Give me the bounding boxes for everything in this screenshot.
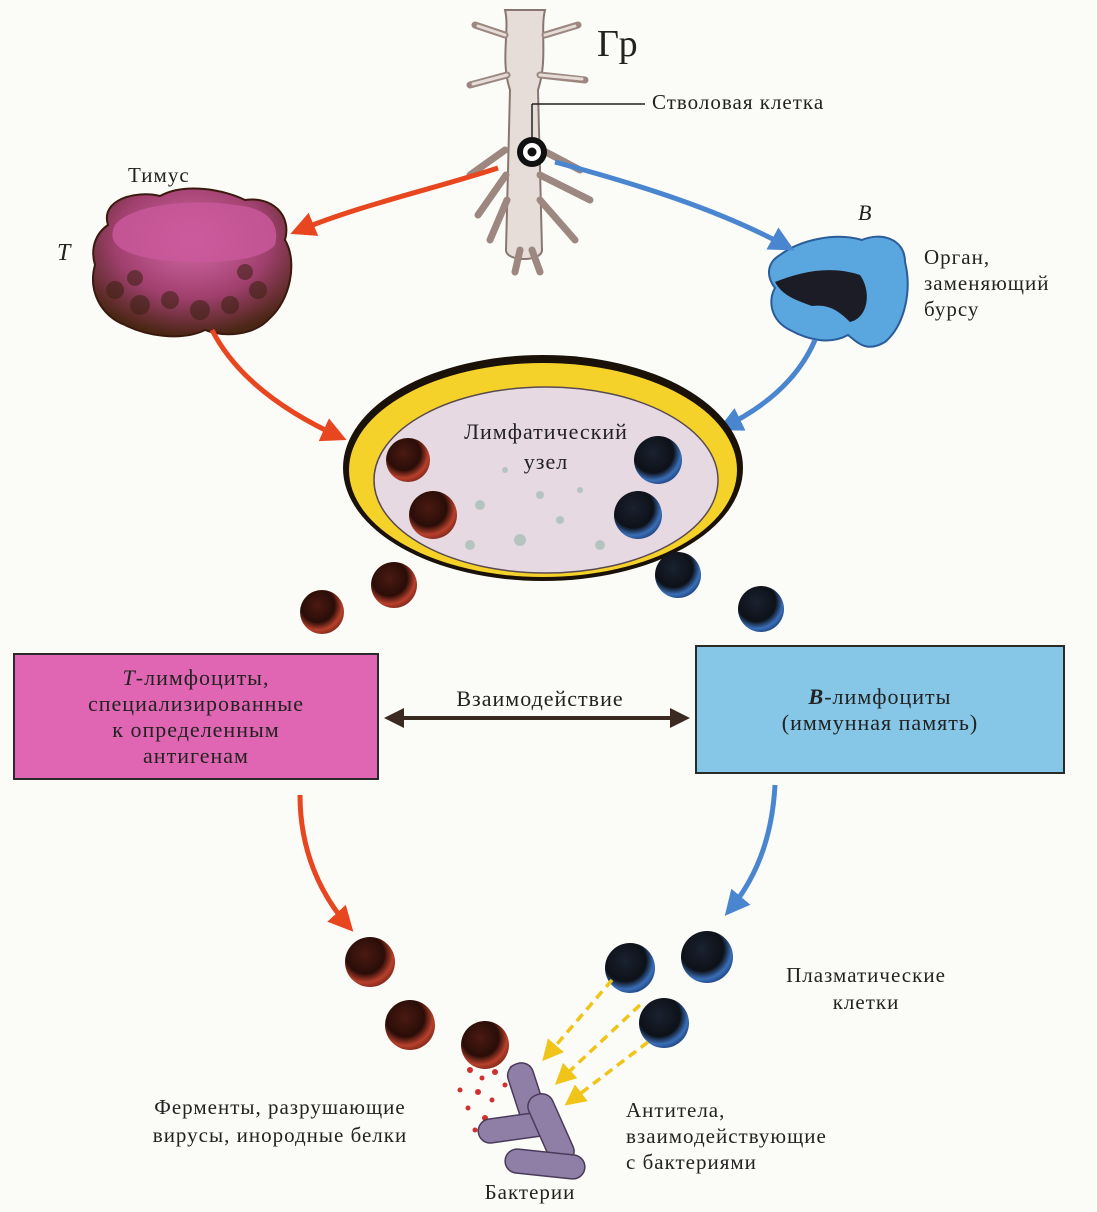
lymph-node-t-cell xyxy=(409,491,457,539)
antibody-arrow xyxy=(558,1005,640,1082)
t-lymphocyte-cell xyxy=(300,590,344,634)
lymph-node-b-cell xyxy=(614,491,662,539)
b-lymphocyte-cell xyxy=(738,586,784,632)
b-lymphocytes-box: В-лимфоциты (иммунная память) xyxy=(695,645,1065,774)
label-lymph-node: Лимфатический узел xyxy=(416,417,676,477)
bursa-organ-illustration xyxy=(769,237,908,347)
label-stem-cell: Стволовая клетка xyxy=(652,90,824,115)
antibody-arrow xyxy=(545,980,612,1058)
label-bacteria: Бактерии xyxy=(440,1180,620,1205)
label-antibodies: Антитела, взаимодействующие с бактериями xyxy=(626,1097,827,1175)
plasma-cell xyxy=(605,943,655,993)
antibody-arrow xyxy=(568,1042,648,1103)
t-lymphocytes-box: Т-лимфоциты, специализированные к опреде… xyxy=(13,653,379,780)
label-enzymes: Ферменты, разрушающие вирусы, инородные … xyxy=(100,1093,460,1149)
thymus-illustration xyxy=(93,188,291,336)
plasma-cell xyxy=(681,931,733,983)
arrow-t-box-to-effector-cells xyxy=(300,795,350,928)
t-lymphocyte-cell xyxy=(371,562,417,608)
plasma-cell xyxy=(639,998,689,1048)
arrow-b-box-to-plasma-cells xyxy=(728,785,775,912)
effector-t-cell xyxy=(345,937,395,987)
label-interaction: Взаимодействие xyxy=(420,686,660,712)
label-thymus: Тимус xyxy=(128,163,190,188)
arrow-marrow-to-bursa xyxy=(555,162,790,248)
label-bursa-organ: Орган, заменяющий бурсу xyxy=(924,244,1049,322)
effector-t-cell xyxy=(461,1021,509,1069)
label-t-letter: Т xyxy=(57,240,71,267)
arrow-thymus-to-lymph-node xyxy=(212,330,342,438)
bacteria-illustration xyxy=(477,1060,586,1180)
label-b-letter: В xyxy=(858,200,872,226)
arrow-bursa-to-lymph-node xyxy=(722,340,815,428)
arrow-marrow-to-thymus xyxy=(295,168,498,232)
label-gr: Гр xyxy=(597,22,640,66)
effector-t-cell xyxy=(385,1000,435,1050)
label-plasma-cells: Плазматические клетки xyxy=(750,962,982,1016)
b-lymphocyte-cell xyxy=(655,552,701,598)
